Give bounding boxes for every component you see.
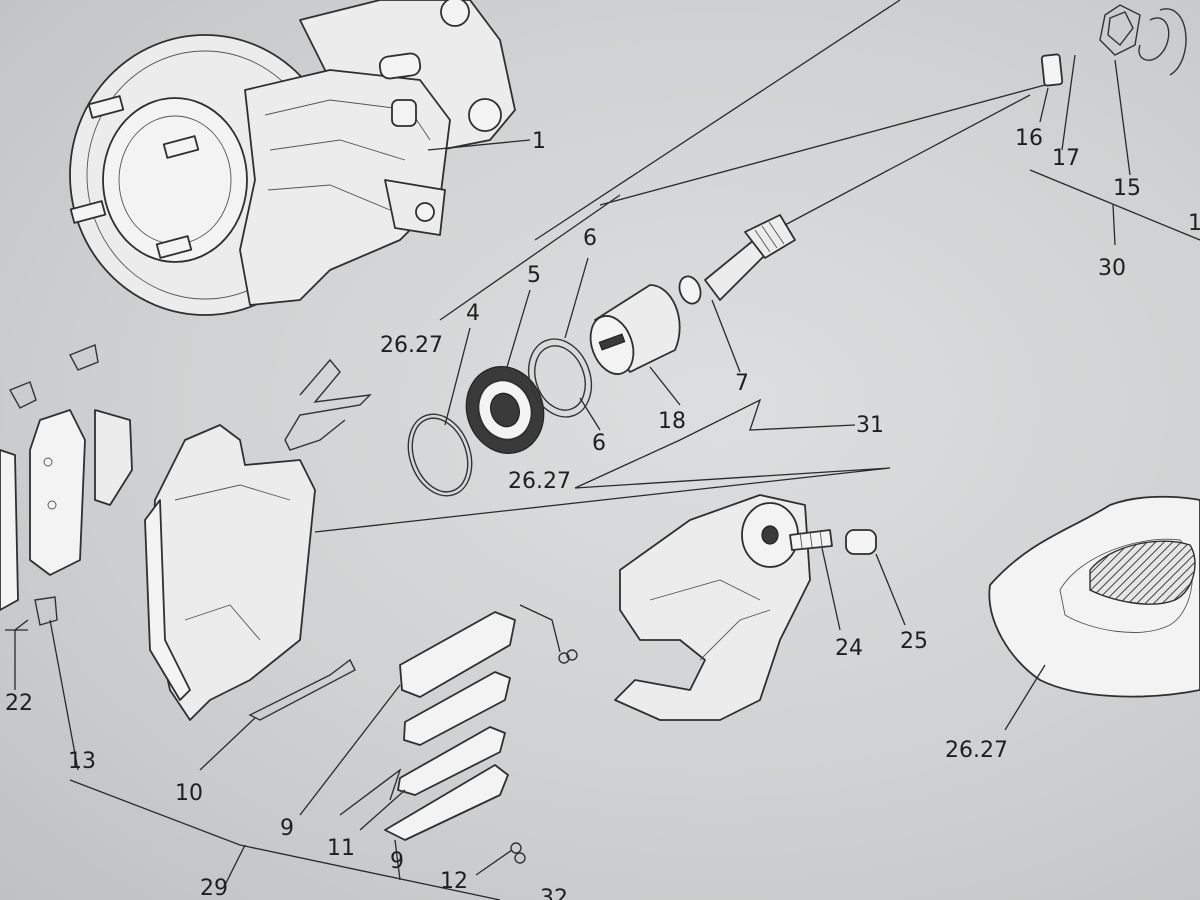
label-17: 17 [1052, 146, 1080, 171]
part-10-clip [248, 658, 356, 721]
part-17 [1099, 4, 1141, 56]
caliper-bracket [144, 424, 316, 721]
pad-front [29, 409, 86, 576]
label-26-27-top: 26.27 [380, 333, 443, 358]
clip-parts-group [1040, 4, 1187, 87]
label-12-edge: 12 [1188, 211, 1200, 236]
part-7-washer [678, 275, 702, 305]
caliper-housing [614, 494, 877, 721]
label-32: 32 [540, 886, 568, 900]
hub-and-caliper-assembly [69, 0, 516, 316]
part-12-screw-b [510, 842, 522, 854]
grease-packet [988, 495, 1200, 698]
pad-retainer-spring [284, 358, 372, 451]
part-9-pad-top [399, 611, 516, 698]
leader-lines [5, 0, 1200, 900]
label-12: 12 [440, 869, 468, 894]
label-9-upper: 9 [280, 816, 294, 841]
label-7: 7 [735, 371, 749, 396]
part-11-shim [403, 671, 511, 746]
label-26-27-grease: 26.27 [945, 738, 1008, 763]
clip-c [34, 596, 58, 626]
part-6-seal [527, 338, 593, 418]
label-13: 13 [68, 749, 96, 774]
label-6-top: 6 [583, 226, 597, 251]
part-15 [1138, 17, 1170, 61]
label-18: 18 [658, 409, 686, 434]
label-6-bottom: 6 [592, 431, 606, 456]
label-26-27-mid: 26.27 [508, 469, 571, 494]
clip-b [69, 344, 99, 371]
label-16: 16 [1015, 126, 1043, 151]
label-25: 25 [900, 629, 928, 654]
left-brake-pads [0, 344, 133, 626]
part-16 [1040, 53, 1064, 87]
label-4: 4 [466, 301, 480, 326]
clip-a [9, 381, 37, 409]
label-30: 30 [1098, 256, 1126, 281]
part-9-pad-bottom [384, 764, 509, 841]
part-4-ring [407, 413, 473, 497]
label-22: 22 [5, 691, 33, 716]
pad-backing [94, 409, 133, 506]
callout-labels: 1 16 17 15 30 12 6 5 4 26.27 7 31 18 6 2… [5, 126, 1200, 900]
label-15: 15 [1113, 176, 1141, 201]
piston-assembly [407, 214, 796, 497]
label-24: 24 [835, 636, 863, 661]
part-12-screw-a [558, 652, 570, 664]
part-25-cap [845, 529, 877, 555]
label-29: 29 [200, 876, 228, 900]
label-11: 11 [327, 836, 355, 861]
label-31: 31 [856, 413, 884, 438]
label-5: 5 [527, 263, 541, 288]
part-11-shim-b [397, 726, 506, 796]
label-10: 10 [175, 781, 203, 806]
label-9-lower: 9 [390, 849, 404, 874]
pad-kit [248, 611, 578, 864]
label-1: 1 [532, 129, 546, 154]
